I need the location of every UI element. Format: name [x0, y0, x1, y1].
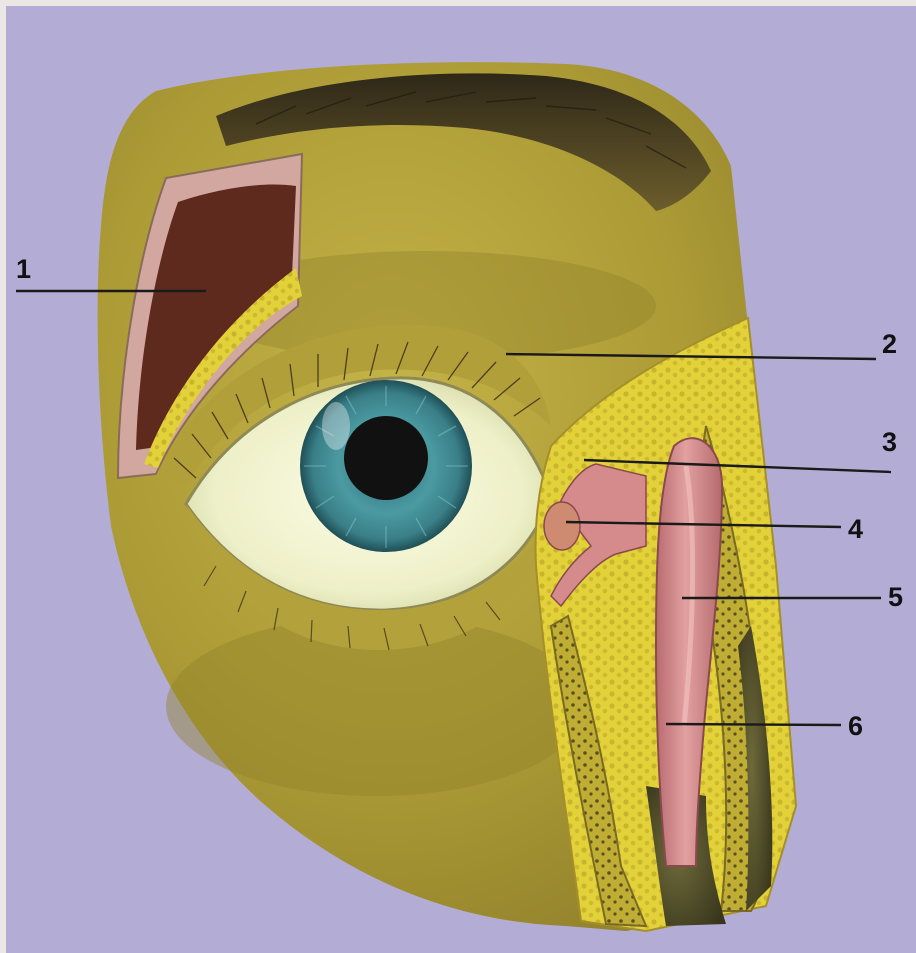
corneal-highlight [322, 402, 350, 450]
pupil [344, 416, 428, 500]
leader-line-6 [666, 724, 841, 725]
callout-6: 6 [848, 711, 863, 741]
callout-5: 5 [888, 582, 903, 612]
callout-4: 4 [848, 514, 863, 544]
illustration-canvas: 1 2 3 4 5 6 [6, 6, 916, 953]
lacrimal-caruncle [544, 502, 580, 550]
callout-3: 3 [882, 427, 897, 457]
callout-1: 1 [16, 254, 31, 284]
eye-anatomy-illustration: 1 2 3 4 5 6 [6, 6, 916, 953]
callout-2: 2 [882, 329, 897, 359]
